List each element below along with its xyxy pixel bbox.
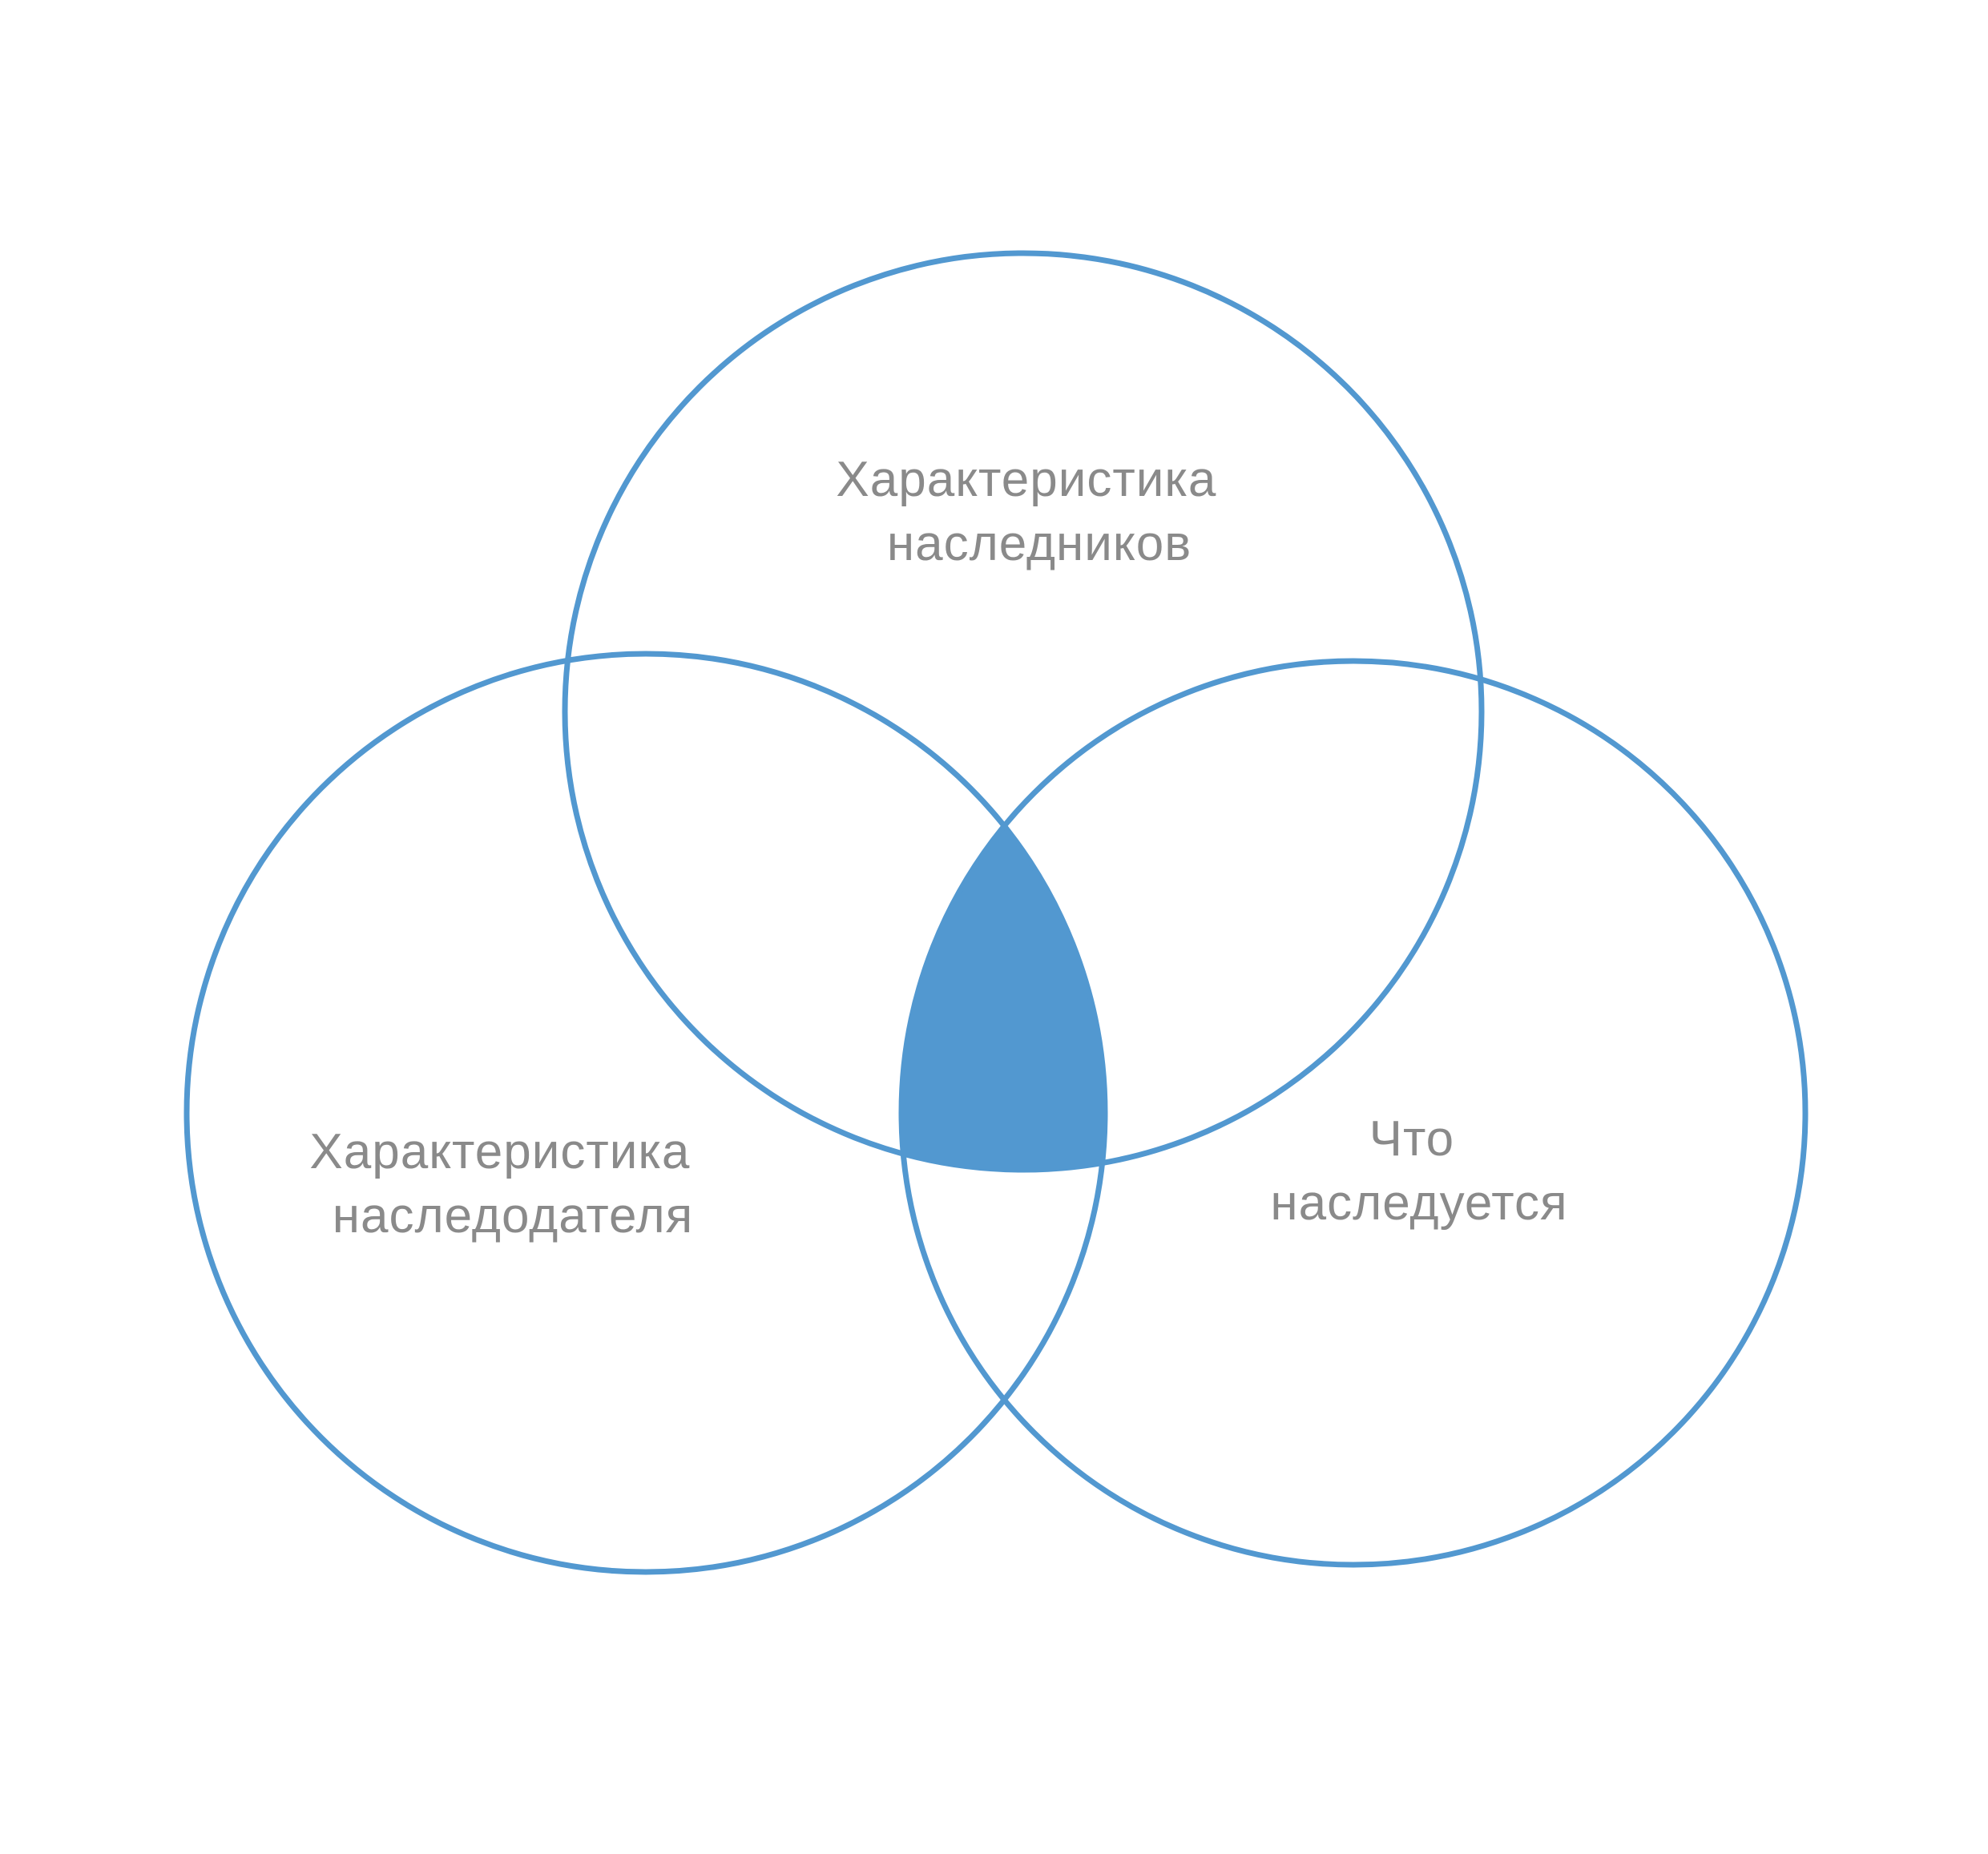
label-testator-line-2: наследодателя [333,1188,693,1243]
circle-inherited [898,658,1809,1568]
label-heirs-line-1: Характеристика [836,452,1216,507]
label-heirs-line-2: наследников [887,516,1192,571]
label-testator: Характеристика наследодателя [309,1124,704,1243]
circle-testator [183,651,1108,1575]
label-inherited-line-1: Что [1369,1111,1455,1167]
triple-intersection-region [901,661,1105,1170]
label-testator-line-1: Характеристика [309,1124,690,1179]
label-inherited: Что наследуется [1270,1111,1567,1231]
circle-heirs [562,250,1485,1173]
label-heirs: Характеристика наследников [836,452,1231,571]
label-inherited-line-2: наследуется [1270,1175,1567,1231]
